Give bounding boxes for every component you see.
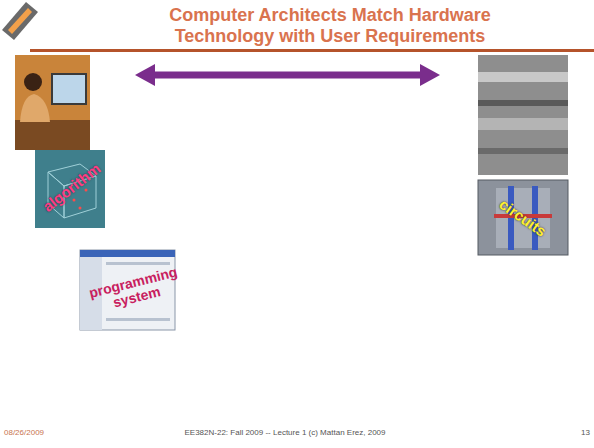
logo-shape xyxy=(2,2,38,40)
photo-ground xyxy=(15,55,90,150)
double-arrow xyxy=(135,64,440,86)
cube-ground xyxy=(35,150,105,228)
chip-layer xyxy=(478,148,568,154)
chip-layer xyxy=(478,100,568,106)
arrow-head xyxy=(135,64,155,86)
chip-layer xyxy=(478,72,568,82)
circuits-image xyxy=(478,180,568,255)
arrow-head xyxy=(420,64,440,86)
window-line xyxy=(106,318,170,321)
chip-ground xyxy=(478,55,568,175)
window-line xyxy=(106,262,170,265)
desk xyxy=(15,120,90,150)
person-head xyxy=(24,73,42,91)
cube-dot xyxy=(79,207,82,210)
slide-title: Computer Architects Match Hardware Techn… xyxy=(140,5,520,47)
programming-image-box: programming system xyxy=(80,250,190,330)
title-bar xyxy=(30,49,594,52)
slide-number: 13 xyxy=(560,428,590,437)
node-label: algorithm xyxy=(40,163,100,215)
person-body xyxy=(20,94,50,122)
circuit-ground xyxy=(478,180,568,255)
node-label: programming system xyxy=(81,263,189,317)
user-photo xyxy=(15,55,90,150)
window-titlebar xyxy=(80,250,175,257)
arrow-shaft xyxy=(150,72,425,79)
node-label: circuits xyxy=(497,196,550,240)
logo xyxy=(2,2,38,40)
footer-course: EE382N-22: Fall 2009 -- Lecture 1 (c) Ma… xyxy=(120,428,450,437)
chip-photo xyxy=(478,55,568,175)
logo-band xyxy=(8,8,32,34)
chip-layer xyxy=(478,118,568,130)
circuits-image-box: circuits xyxy=(478,180,568,255)
algorithm-image-box: algorithm xyxy=(35,150,105,228)
cube-dot xyxy=(85,189,88,192)
footer-date: 08/26/2009 xyxy=(4,428,44,437)
cube-dot xyxy=(73,199,76,202)
monitor xyxy=(52,74,86,104)
algorithm-image xyxy=(35,150,105,228)
